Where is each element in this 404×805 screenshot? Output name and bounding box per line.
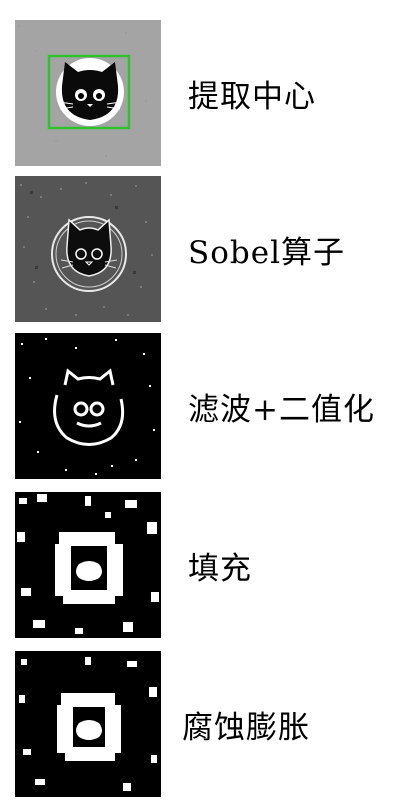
- step-label: 滤波+二值化: [188, 391, 375, 428]
- step-label: 填充: [188, 550, 252, 587]
- sobel-edges-image: [15, 176, 161, 322]
- step-label: 腐蚀膨胀: [182, 709, 310, 746]
- step-extract-center: 提取中心: [0, 20, 404, 166]
- gray-cat-image: [15, 20, 161, 166]
- step-filter-binarize: 滤波+二值化: [0, 333, 404, 479]
- eroded-dilated-mask-image: [15, 651, 161, 797]
- step-label: 提取中心: [188, 78, 316, 115]
- binary-outline-image: [15, 333, 161, 479]
- filled-mask-image: [15, 492, 161, 638]
- step-sobel: Sobel算子: [0, 176, 404, 322]
- step-erode-dilate: 腐蚀膨胀: [0, 651, 404, 797]
- step-label: Sobel算子: [188, 234, 346, 271]
- step-fill: 填充: [0, 492, 404, 638]
